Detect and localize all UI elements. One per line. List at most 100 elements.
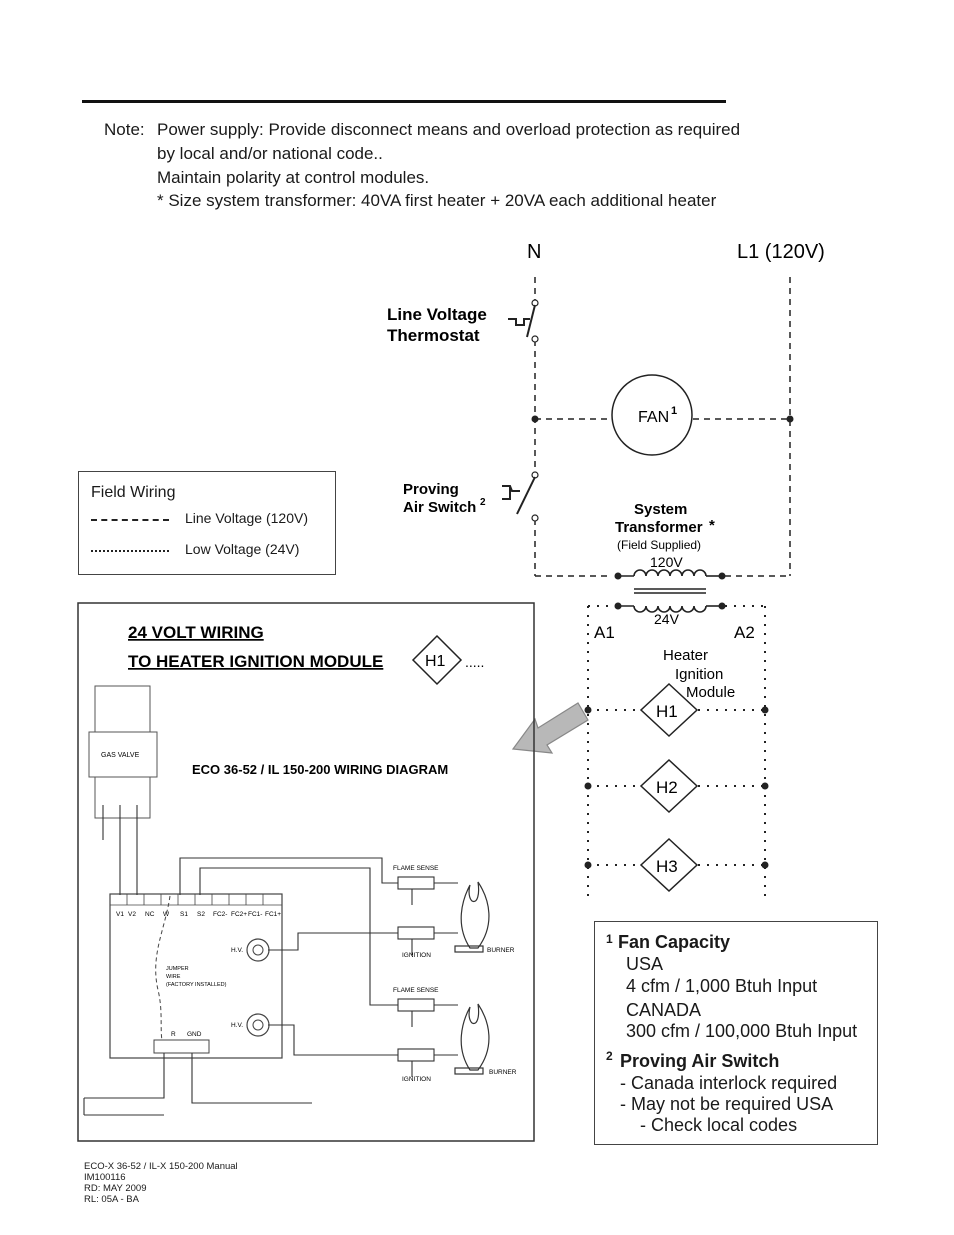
legend-low-voltage: Low Voltage (24V) (185, 541, 300, 557)
note-line-4: * Size system transformer: 40VA first he… (157, 191, 717, 210)
proving-superscript: 2 (480, 497, 486, 508)
burner-flame-2-icon (460, 1003, 490, 1071)
terminal-nc: NC (145, 911, 155, 918)
inset-diagram-title: ECO 36-52 / IL 150-200 WIRING DIAGRAM (192, 762, 448, 777)
line-label: L1 (120V) (737, 241, 825, 263)
footer-revision: RL: 05A - BA (84, 1194, 139, 1205)
thermostat-label-1: Line Voltage (387, 305, 487, 324)
flame-sense-label-1: FLAME SENSE (393, 865, 439, 872)
secondary-voltage: 24V (654, 611, 680, 627)
canada-value: 300 cfm / 100,000 Btuh Input (626, 1021, 858, 1041)
fan-note-number: 1 (606, 932, 613, 946)
burner-label-2: BURNER (489, 1069, 517, 1076)
note-label: Note: (104, 120, 145, 139)
neutral-wire (534, 277, 791, 577)
canada-label: CANADA (626, 1000, 702, 1020)
inset-heading-dots: ..... (465, 654, 484, 670)
burner-1 (454, 945, 484, 953)
terminal-dot (614, 572, 622, 580)
module-label-1: Heater (663, 647, 708, 664)
air-switch-symbol (502, 471, 539, 522)
module-label-3: Module (686, 684, 735, 701)
terminal-fc2-minus: FC2- (213, 911, 227, 918)
transformer-label-3: (Field Supplied) (617, 538, 701, 552)
transformer-label-1: System (634, 501, 687, 518)
thermostat-label-2: Thermostat (387, 326, 480, 345)
junction-dot (761, 861, 769, 869)
terminal-v1: V1 (116, 911, 124, 918)
neutral-label: N (527, 241, 541, 263)
inset-heading-2: TO HEATER IGNITION MODULE (128, 652, 383, 671)
proving-label-2: Air Switch (403, 499, 476, 516)
hv-label-2: H.V. (231, 1022, 243, 1029)
ignition-label-2: IGNITION (402, 1076, 431, 1083)
legend-dashed-line (91, 519, 169, 521)
terminal-s1: S1 (180, 911, 188, 918)
junction-dot (761, 706, 769, 714)
junction-dot (761, 782, 769, 790)
transformer-symbol (616, 569, 722, 613)
legend-title: Field Wiring (91, 484, 176, 501)
inset-frame (77, 602, 535, 1142)
terminal-r: R (171, 1031, 176, 1038)
burner-flame-1-icon (460, 881, 490, 949)
switch-note-number: 2 (606, 1049, 613, 1063)
gas-valve-label: GAS VALVE (101, 752, 140, 759)
proving-switch-title: Proving Air Switch (620, 1051, 780, 1071)
a1-label: A1 (594, 623, 615, 642)
note-line-3: Maintain polarity at control modules. (157, 168, 430, 187)
transformer-label-2: Transformer (615, 519, 703, 536)
junction-dot (584, 782, 592, 790)
header-rule (82, 100, 726, 103)
switch-note-2: - May not be required USA (620, 1094, 834, 1114)
terminal-v2: V2 (128, 911, 136, 918)
junction-dot (584, 861, 592, 869)
ignition-label-1: IGNITION (402, 952, 431, 959)
fan-label: FAN (638, 409, 669, 426)
proving-label-1: Proving (403, 481, 459, 498)
field-wiring-legend: Field Wiring Line Voltage (120V) Low Vol… (78, 471, 336, 575)
footer-manual: ECO-X 36-52 / IL-X 150-200 Manual (84, 1161, 238, 1172)
jumper-label-3: (FACTORY INSTALLED) (166, 982, 227, 988)
fan-motor-symbol (611, 374, 693, 456)
low-voltage-wire (587, 605, 766, 902)
note-line-1: Power supply: Provide disconnect means a… (157, 120, 741, 139)
usa-label: USA (626, 954, 664, 974)
burner-label-1: BURNER (487, 947, 515, 954)
module-label-2: Ignition (675, 666, 723, 683)
gas-valve-body (88, 731, 158, 778)
module-h1-label: H1 (656, 702, 678, 721)
module-h1-symbol (639, 682, 699, 738)
hv-terminal-2 (246, 1013, 270, 1037)
footer-release-date: RD: MAY 2009 (84, 1183, 147, 1194)
inset-wiring (83, 805, 400, 1116)
terminal-fc1-minus: FC1- (248, 911, 262, 918)
terminal-dot (614, 602, 622, 610)
power-terminal-block (153, 1039, 210, 1054)
pointer-arrow-icon (511, 702, 589, 754)
fan-capacity-title: Fan Capacity (618, 932, 731, 952)
switch-note-1: - Canada interlock required (620, 1073, 838, 1093)
jumper-label-2: WIRE (166, 974, 181, 980)
hv-label-1: H.V. (231, 947, 243, 954)
module-h2-label: H2 (656, 778, 678, 797)
module-h3-symbol (639, 837, 699, 893)
jumper-label-1: JUMPER (166, 966, 189, 972)
electrode-assemblies (397, 876, 458, 1077)
burner-2 (454, 1067, 484, 1075)
hv-terminal-1 (246, 938, 270, 962)
terminal-dot (718, 602, 726, 610)
note-line-2: by local and/or national code.. (157, 144, 383, 163)
module-h3-label: H3 (656, 857, 678, 876)
inset-h1-symbol (411, 634, 463, 686)
legend-dotted-line (91, 550, 169, 552)
terminal-s2: S2 (197, 911, 205, 918)
thermostat-symbol (508, 299, 539, 343)
module-h2-symbol (639, 758, 699, 814)
terminal-gnd: GND (187, 1031, 202, 1038)
a2-label: A2 (734, 623, 755, 642)
terminal-dot (718, 572, 726, 580)
junction-dot (584, 706, 592, 714)
hv-terminal-2 (252, 1019, 264, 1031)
